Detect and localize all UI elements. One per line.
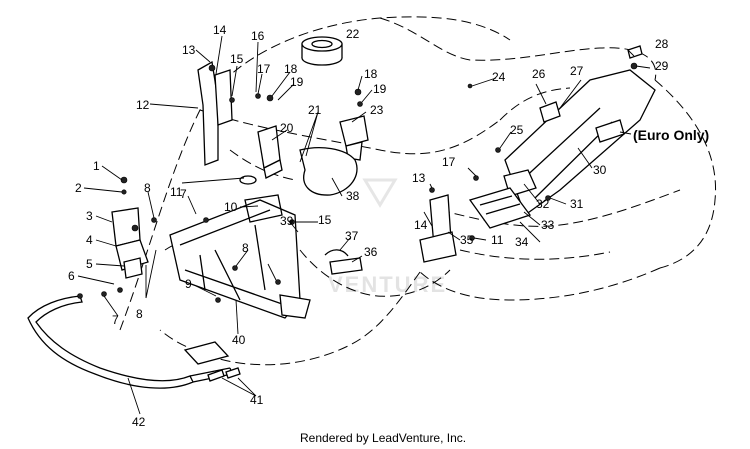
callout-8c: 8 [242,241,249,255]
part-drawings [27,36,656,389]
callout-37: 37 [345,229,359,243]
callout-31: 31 [570,197,584,211]
callout-36: 36 [364,245,378,259]
callout-22: 22 [346,27,360,41]
callout-11b: 11 [491,233,504,247]
callout-17b: 17 [442,155,456,169]
callout-25: 25 [510,123,524,137]
callout-12: 12 [136,98,150,112]
callout-21: 21 [308,103,322,117]
callout-8b: 8 [136,307,143,321]
watermark-text: VENTURE [328,272,447,297]
pulley [301,36,343,66]
callout-34: 34 [515,235,529,249]
callout-3: 3 [86,209,93,223]
callout-24: 24 [492,70,506,84]
callout-16: 16 [251,29,265,43]
callout-labels: 1 2 3 4 5 6 7 7 8 8 8 9 10 11 11 12 13 1… [68,23,709,429]
callout-11a: 11 [170,185,183,199]
callout-19a: 19 [290,75,304,89]
callout-28: 28 [655,37,669,51]
callout-2: 2 [75,181,82,195]
callout-10: 10 [224,200,238,214]
callout-13a: 13 [182,43,196,57]
callout-39: 39 [280,214,294,228]
callout-14a: 14 [213,23,227,37]
hardware [101,83,551,303]
callout-23: 23 [370,103,384,117]
callout-17a: 17 [257,62,271,76]
upright-bracket [197,60,219,166]
step-plate [468,187,532,229]
center-housing [299,147,358,196]
callout-20: 20 [280,121,294,135]
callout-4: 4 [86,233,93,247]
callout-40: 40 [232,333,246,347]
callout-42: 42 [132,415,146,429]
front-bumper [27,295,194,389]
leader-lines [77,35,651,415]
callout-6: 6 [68,269,75,283]
callout-41: 41 [250,393,264,407]
callout-18b: 18 [364,67,378,81]
callout-5: 5 [86,257,93,271]
floor-pan [504,69,656,217]
callout-8a: 8 [144,181,151,195]
callout-30: 30 [593,163,607,177]
callout-7b: 7 [180,187,187,201]
footer-credit: Rendered by LeadVenture, Inc. [300,431,466,445]
callout-15a: 15 [230,52,244,66]
callout-27: 27 [570,64,584,78]
callout-26: 26 [532,67,546,81]
callout-38: 38 [346,189,360,203]
callout-14b: 14 [414,218,428,232]
callout-32: 32 [536,197,550,211]
callout-9: 9 [185,277,192,291]
euro-only-note: (Euro Only) [633,127,709,143]
callout-15b: 15 [318,213,332,227]
callout-18a: 18 [284,62,298,76]
callout-7a: 7 [112,313,119,327]
callout-29: 29 [655,59,669,73]
callout-33: 33 [541,218,555,232]
callout-35: 35 [460,233,474,247]
callout-1: 1 [93,159,100,173]
callout-13b: 13 [412,171,426,185]
callout-19b: 19 [373,82,387,96]
